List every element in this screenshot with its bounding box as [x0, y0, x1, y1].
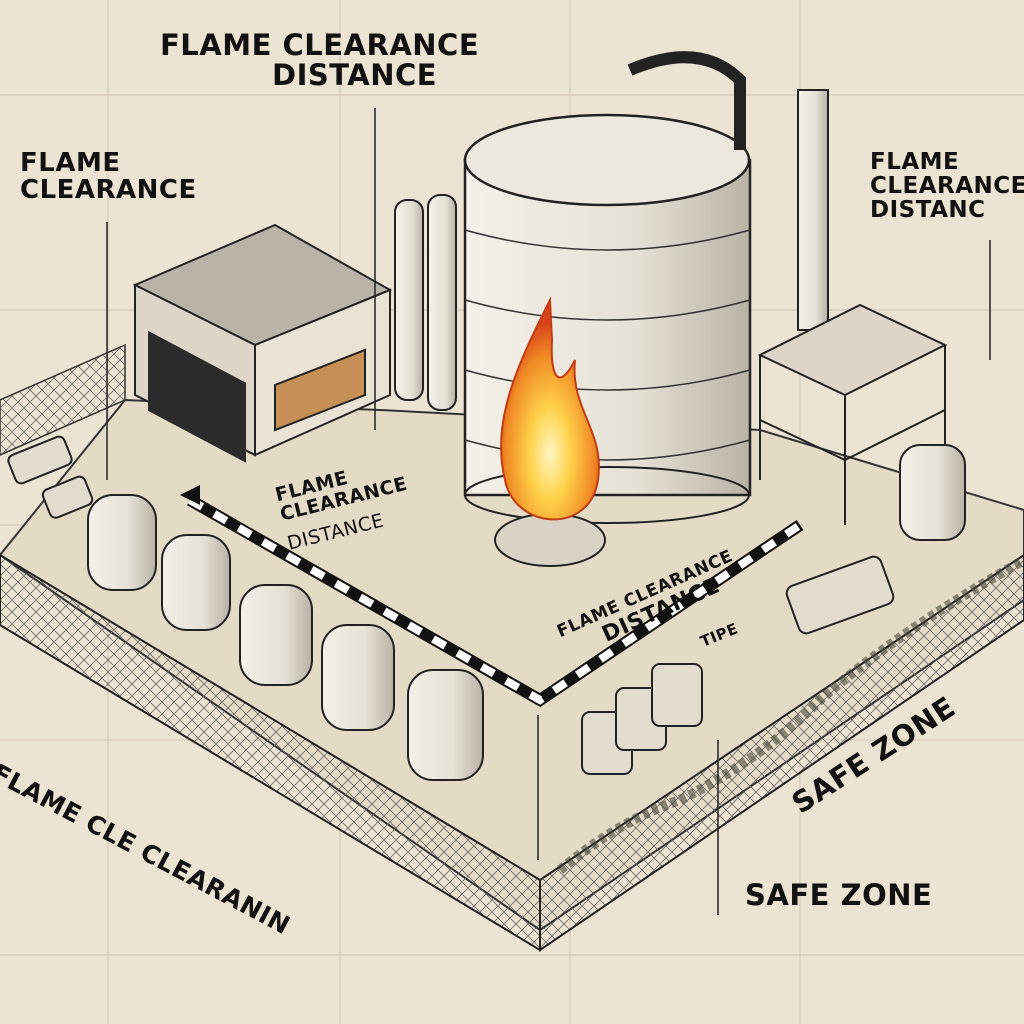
- label-line: SAFE ZONE: [745, 878, 933, 912]
- process-columns: [394, 89, 829, 411]
- label-top-right: FLAME CLEARANCE DISTANC: [870, 149, 1024, 224]
- clearance-boundary-line: [180, 485, 804, 708]
- utility-boxes: [7, 435, 895, 775]
- label-line: CLEARANCE: [20, 175, 197, 206]
- gas-cylinders: [87, 494, 484, 781]
- label-line: DISTANCE: [272, 58, 438, 93]
- label-line: FLAME: [870, 149, 960, 175]
- label-line: DISTANC: [870, 197, 986, 224]
- label-line: FLAME: [20, 148, 121, 178]
- processing-rig: [757, 303, 966, 541]
- office-building: [132, 223, 393, 463]
- label-top-left: FLAME CLEARANCE: [20, 148, 197, 206]
- leader-lines: [106, 108, 991, 915]
- label-top-center: FLAME CLEARANCE DISTANCE: [160, 30, 479, 91]
- flame-source: [494, 296, 606, 567]
- label-safe-zone-lower: SAFE ZONE: [745, 878, 933, 912]
- label-line: CLEARANCE: [870, 173, 1024, 200]
- label-line: FLAME CLEARANCE: [160, 28, 480, 62]
